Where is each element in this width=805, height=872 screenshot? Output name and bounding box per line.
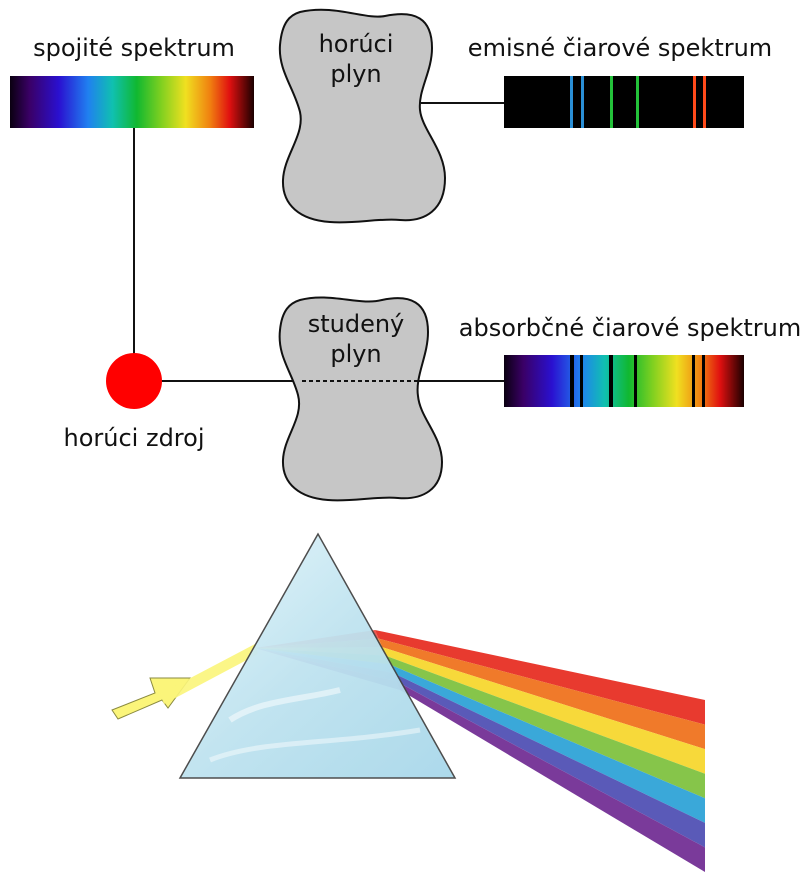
hot-source-label: horúci zdroj — [64, 424, 205, 452]
continuous-spectrum-label: spojité spektrum — [33, 34, 235, 62]
emission-line — [581, 76, 584, 128]
cold-gas-label-2: plyn — [330, 340, 381, 368]
absorption-spectrum-bar — [504, 355, 744, 407]
emission-line — [703, 76, 706, 128]
beam-into-prism — [160, 644, 258, 704]
hot-gas-cloud — [278, 8, 447, 224]
rainbow-band — [396, 681, 705, 872]
hot-gas-label-1: horúci — [319, 30, 394, 58]
emission-spectrum-label: emisné čiarové spektrum — [468, 34, 772, 62]
emission-spectrum-bar — [504, 76, 744, 128]
absorption-lines — [570, 355, 705, 407]
cold-gas-cloud — [278, 296, 444, 502]
emission-line — [693, 76, 696, 128]
incoming-light-arrow — [111, 677, 191, 720]
emission-line — [570, 76, 573, 128]
continuous-spectrum-bar — [10, 76, 254, 128]
rainbow-band — [392, 672, 705, 848]
rainbow-band — [378, 638, 705, 750]
rainbow-band — [375, 630, 705, 725]
prism-illustration — [111, 532, 705, 872]
rainbow-band — [389, 664, 705, 823]
hot-source-circle — [106, 353, 162, 409]
prism — [178, 532, 457, 779]
absorption-spectrum-label: absorbčné čiarové spektrum — [459, 314, 802, 342]
emission-lines — [570, 76, 706, 128]
emission-line — [636, 76, 639, 128]
rainbow-band — [385, 655, 705, 799]
emission-line — [610, 76, 613, 128]
hot-gas-label-2: plyn — [330, 60, 381, 88]
cold-gas-label-1: studený — [308, 310, 405, 338]
rainbow-band — [382, 647, 705, 774]
